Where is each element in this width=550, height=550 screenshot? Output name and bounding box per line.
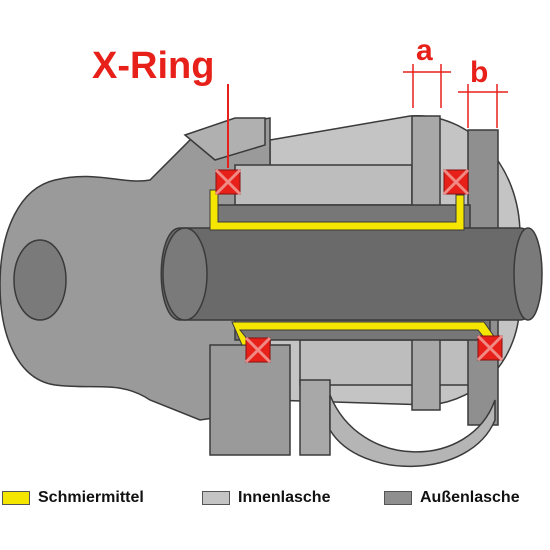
- pin-end-right: [513, 227, 543, 321]
- legend-swatch-lubricant: [2, 491, 30, 505]
- inner-plate-lower: [299, 339, 471, 386]
- outer-plate-hole: [13, 239, 67, 321]
- x-ring-bottom-left: [244, 336, 272, 364]
- legend-label-inner-plate: Innenlasche: [238, 489, 331, 506]
- pin-end-left: [162, 227, 208, 321]
- x-ring-bottom-right: [476, 334, 504, 362]
- legend-label-outer-plate: Außenlasche: [420, 489, 520, 506]
- x-ring-top-right: [442, 168, 470, 196]
- legend-label-lubricant: Schmiermittel: [38, 489, 144, 506]
- outer-plate-left: [0, 117, 271, 421]
- legend-item-inner-plate: Innenlasche: [202, 486, 330, 510]
- dimension-b-label: b: [470, 56, 488, 89]
- lubricant-upper: [209, 189, 465, 231]
- lubricant-lower: [231, 321, 501, 346]
- x-ring-label: X-Ring: [92, 45, 214, 87]
- outer-plate-bottom-mid: [299, 379, 331, 456]
- legend-swatch-inner-plate: [202, 491, 230, 505]
- roller-bottom: [329, 394, 496, 467]
- inner-plate-upper: [234, 164, 413, 206]
- pin: [160, 227, 540, 321]
- legend-item-outer-plate: Außenlasche: [384, 486, 520, 510]
- x-ring-top-left: [214, 168, 242, 196]
- legend-item-lubricant: Schmiermittel: [2, 486, 144, 510]
- dimension-a-marker: [403, 64, 451, 108]
- dimension-a-label: a: [416, 34, 433, 67]
- dimension-b-marker: [458, 84, 508, 128]
- legend-swatch-outer-plate: [384, 491, 412, 505]
- outer-plate-left-top: [183, 117, 266, 161]
- legend: Schmiermittel Innenlasche Außenlasche: [0, 486, 550, 510]
